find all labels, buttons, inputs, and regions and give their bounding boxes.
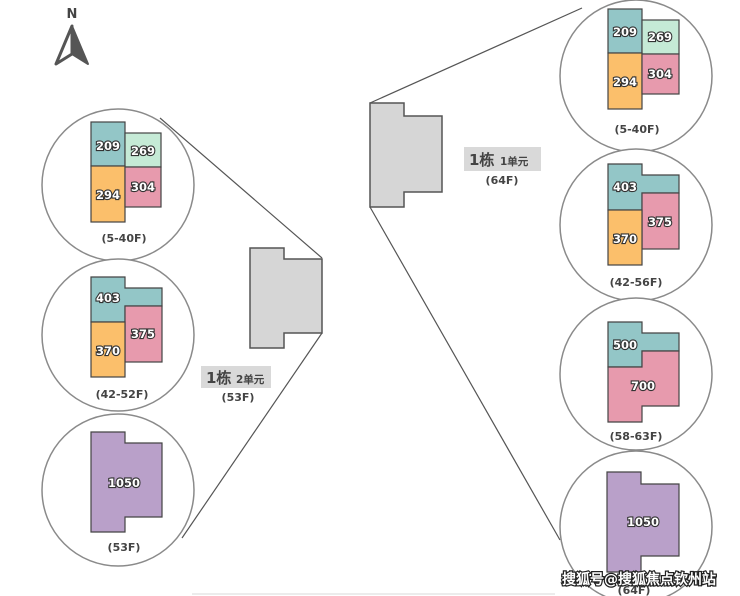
unit-block — [90, 431, 163, 533]
plan-circle-left-1: 209 269 294 304 (5-40F) — [41, 108, 195, 262]
unit-area: 370 — [96, 344, 120, 358]
building-unit-2-label: 1栋 2单元 (53F) — [201, 366, 271, 404]
building-floors: (53F) — [222, 391, 255, 404]
unit-area: 209 — [96, 139, 120, 153]
unit-area: 370 — [613, 232, 637, 246]
unit-area: 375 — [131, 327, 155, 341]
connector-line — [159, 117, 323, 259]
building-label-bg — [464, 147, 541, 171]
plan-floors: (5-40F) — [101, 232, 146, 245]
unit-block — [607, 8, 643, 54]
plan-circle-right-1: 209 269 294 304 (5-40F) — [559, 0, 713, 153]
plan-circle-left-3: 1050 (53F) — [41, 413, 195, 567]
building-title: 1栋 — [206, 369, 231, 387]
building-unit-1-label: 1栋 1单元 (64F) — [464, 147, 541, 187]
unit-block — [90, 165, 126, 223]
unit-block — [607, 209, 643, 266]
plan-circle-right-2: 403 375 370 (42-56F) — [559, 148, 713, 302]
connector-line — [369, 206, 561, 541]
building-label-bg — [201, 366, 271, 388]
unit-area: 269 — [648, 30, 672, 44]
unit-block — [124, 132, 162, 168]
unit-area: 500 — [613, 338, 637, 352]
unit-area: 269 — [131, 144, 155, 158]
unit-block — [641, 19, 680, 55]
unit-area: 375 — [648, 215, 672, 229]
building-unit: 1单元 — [500, 155, 529, 168]
plan-circle-right-4: 1050 (64F) — [559, 450, 713, 596]
connector-line — [369, 7, 583, 104]
plan-floors: (42-56F) — [610, 276, 663, 289]
watermark: 搜狐号@搜狐焦点钦州站 — [562, 571, 716, 588]
plan-floors: (64F) — [618, 584, 651, 596]
plan-circle-left-2: 403 375 370 (42-52F) — [41, 258, 195, 412]
connector-line — [181, 332, 323, 539]
building-unit: 2单元 — [236, 373, 265, 386]
unit-area: 304 — [648, 67, 672, 81]
building-floors: (64F) — [486, 174, 519, 187]
north-compass: N — [54, 7, 89, 66]
building-unit-2-footprint — [249, 247, 323, 349]
unit-block — [641, 192, 680, 250]
unit-area: 294 — [96, 188, 120, 202]
building-unit-1-footprint — [369, 102, 443, 208]
plan-floors: (5-40F) — [614, 123, 659, 136]
north-arrow-icon — [54, 24, 89, 66]
plan-floors: (58-63F) — [610, 430, 663, 443]
plan-circle-right-3: 500 700 (58-63F) — [559, 297, 713, 451]
unit-area: 304 — [131, 180, 155, 194]
unit-block — [124, 305, 163, 363]
plan-floors: (42-52F) — [96, 388, 149, 401]
unit-block — [607, 52, 643, 110]
unit-block — [641, 53, 680, 95]
unit-block — [124, 166, 162, 208]
unit-area: 403 — [96, 291, 120, 305]
unit-area: 700 — [631, 379, 655, 393]
unit-area: 294 — [613, 75, 637, 89]
unit-area: 209 — [613, 25, 637, 39]
unit-block — [90, 321, 126, 378]
plan-floors: (53F) — [108, 541, 141, 554]
unit-block — [606, 471, 680, 573]
unit-block — [607, 350, 680, 423]
north-label: N — [67, 7, 78, 22]
connector-lines — [159, 7, 583, 541]
building-title: 1栋 — [469, 151, 494, 169]
unit-area: 1050 — [627, 515, 659, 529]
unit-area: 1050 — [108, 476, 140, 490]
unit-area: 403 — [613, 180, 637, 194]
